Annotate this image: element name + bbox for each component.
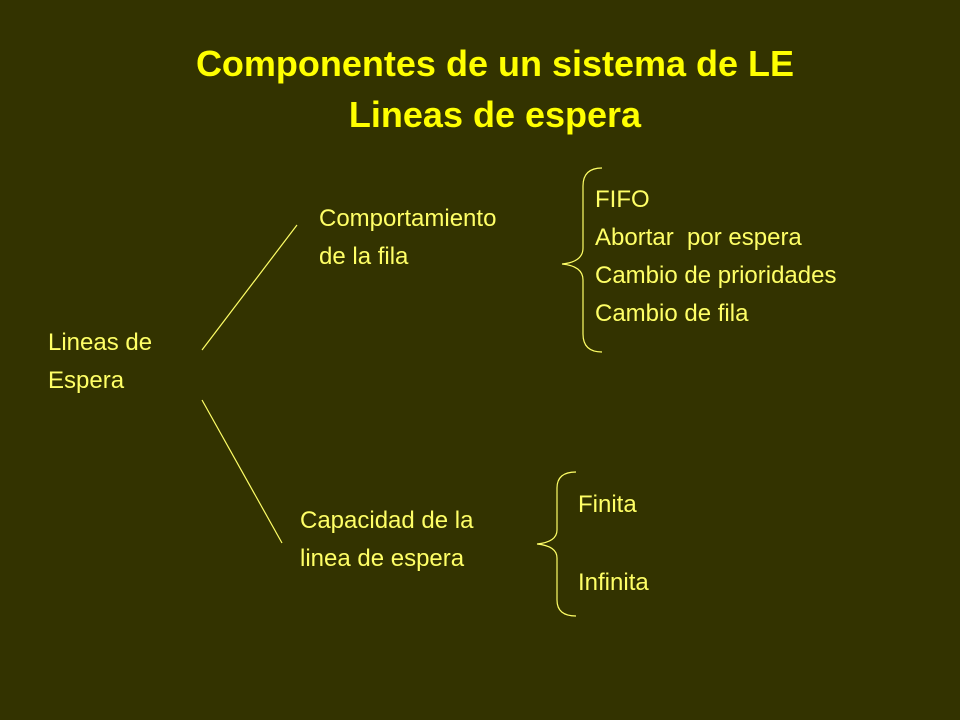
connector-root-to-branch2 <box>201 399 283 544</box>
branch1-items: FIFO Abortar por espera Cambio de priori… <box>595 181 836 333</box>
branch-node-line: Comportamiento <box>319 205 497 232</box>
branch-node-comportamiento: Comportamiento de la fila <box>319 200 496 276</box>
root-node: Lineas de Espera <box>48 324 152 400</box>
brace-branch1 <box>561 167 603 353</box>
branch-node-line: linea de espera <box>300 545 465 572</box>
branch-node-capacidad: Capacidad de la linea de espera <box>300 502 473 578</box>
list-item: FIFO <box>595 186 650 213</box>
list-item: Finita <box>578 491 637 518</box>
root-node-line: Lineas de <box>48 329 153 356</box>
title-line-1: Componentes de un sistema de LE <box>195 43 795 84</box>
list-item: Infinita <box>578 569 649 596</box>
root-node-line: Espera <box>48 367 125 394</box>
list-item: Cambio de fila <box>595 300 749 327</box>
branch-node-line: de la fila <box>319 243 409 270</box>
brace-branch2 <box>536 471 577 617</box>
list-item: Abortar por espera <box>595 224 802 251</box>
branch-node-line: Capacidad de la <box>300 507 474 534</box>
connector-root-to-branch1 <box>201 224 298 351</box>
list-item: Cambio de prioridades <box>595 262 837 289</box>
title-line-2: Lineas de espera <box>348 94 642 135</box>
